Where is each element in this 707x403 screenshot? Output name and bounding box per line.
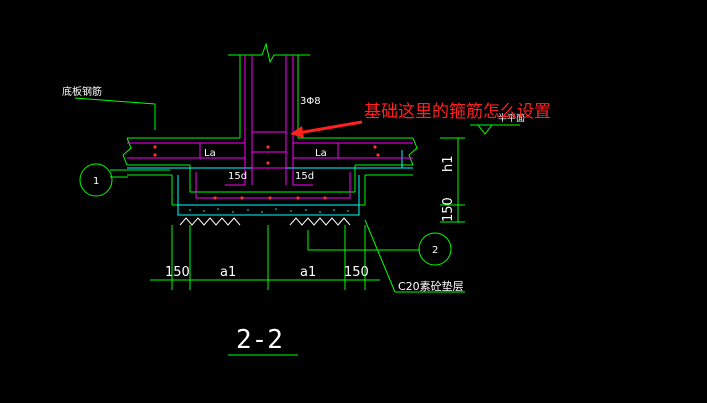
dim-a1-left-label: a1 — [220, 265, 236, 280]
cyan-lines — [127, 150, 413, 216]
annotation-note: 基础这里的箍筋怎么设置 — [364, 102, 551, 122]
dim-150-left-label: 150 — [165, 265, 190, 280]
stirrup-spec-label: 3Φ8 — [300, 96, 321, 107]
ground-hatch — [179, 217, 351, 226]
callout-1-label: 1 — [93, 176, 99, 187]
concrete-layer-label: C20素砼垫层 — [398, 279, 464, 293]
rebar — [127, 55, 413, 199]
callout-2-label: 2 — [432, 245, 438, 256]
h1-label: h1 — [441, 155, 456, 172]
dim-150-bottom-right-label: 150 — [344, 265, 369, 280]
la-right-label: La — [315, 148, 327, 159]
section-title: 2-2 — [236, 325, 283, 355]
d15-left-label: 15d — [228, 171, 247, 182]
dim-150-right-label: 150 — [441, 197, 456, 222]
la-left-label: La — [204, 148, 216, 159]
annotation-arrow — [290, 120, 363, 138]
dim-a1-right-label: a1 — [300, 265, 316, 280]
bottom-rebar-label: 底板钢筋 — [62, 85, 102, 98]
callout-circle-1 — [79, 163, 113, 197]
elevation-label: 半平面 — [498, 112, 525, 124]
rebar-dots — [153, 145, 380, 200]
callout-circle-2 — [418, 232, 452, 266]
concrete-hatch — [189, 208, 349, 213]
d15-right-label: 15d — [295, 171, 314, 182]
